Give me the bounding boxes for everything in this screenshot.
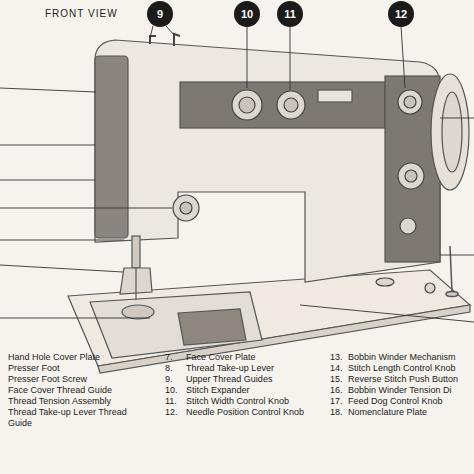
part-name: Stitch Expander bbox=[186, 385, 250, 396]
drawing-part bbox=[0, 180, 95, 181]
part-number: 12. bbox=[165, 407, 178, 418]
part-name: Upper Thread Guides bbox=[186, 374, 272, 385]
drawing-part bbox=[247, 26, 248, 88]
part-name: Bobbin Winder Mechanism bbox=[348, 352, 456, 363]
part-number: 10. bbox=[165, 385, 178, 396]
part-number: 13. bbox=[330, 352, 343, 363]
part-number: 7. bbox=[165, 352, 173, 363]
drawing-part bbox=[180, 202, 192, 214]
part-name: Face Cover Plate bbox=[186, 352, 256, 363]
callout-circle: 9 bbox=[147, 1, 173, 27]
part-name: Stitch Length Control Knob bbox=[348, 363, 456, 374]
drawing-part bbox=[401, 26, 405, 88]
drawing-part bbox=[284, 98, 298, 112]
part-number: 16. bbox=[330, 385, 343, 396]
drawing-part bbox=[232, 90, 262, 120]
drawing-part bbox=[0, 145, 95, 146]
part-name: Presser Foot bbox=[8, 363, 60, 374]
drawing-part bbox=[318, 90, 352, 102]
part-number: 17. bbox=[330, 396, 343, 407]
part-name: Feed Dog Control Knob bbox=[348, 396, 443, 407]
drawing-part bbox=[95, 56, 128, 238]
part-name: Nomenclature Plate bbox=[348, 407, 427, 418]
part-name: Thread Tension Assembly bbox=[8, 396, 111, 407]
callout-circle: 11 bbox=[277, 1, 303, 27]
part-number: 9. bbox=[165, 374, 173, 385]
drawing-part bbox=[400, 218, 416, 234]
drawing-part bbox=[440, 118, 474, 119]
drawing-part bbox=[135, 268, 136, 300]
drawing-part bbox=[0, 318, 150, 319]
drawing-part bbox=[0, 240, 124, 241]
drawing-part bbox=[173, 195, 199, 221]
part-name: Stitch Width Control Knob bbox=[186, 396, 289, 407]
drawing-part bbox=[300, 305, 474, 322]
drawing-part bbox=[385, 76, 440, 262]
part-name: Face Cover Thread Guide bbox=[8, 385, 112, 396]
drawing-part bbox=[405, 170, 417, 182]
callout-number: 10 bbox=[241, 9, 253, 20]
machine-body bbox=[95, 40, 440, 300]
part-number: 11. bbox=[165, 396, 177, 407]
part-name: Thread Take-up Lever bbox=[186, 363, 274, 374]
drawing-part bbox=[425, 283, 435, 293]
upper-thread-guides bbox=[150, 34, 180, 46]
drawing-part bbox=[178, 309, 246, 345]
leader-lines bbox=[0, 26, 474, 322]
callout-number: 12 bbox=[395, 9, 407, 20]
control-knobs bbox=[173, 90, 435, 293]
drawing-part bbox=[376, 278, 394, 286]
drawing-part bbox=[398, 163, 424, 189]
drawing-part bbox=[0, 88, 96, 92]
view-title: FRONT VIEW bbox=[45, 8, 118, 19]
part-number: 18. bbox=[330, 407, 343, 418]
drawing-part bbox=[150, 26, 153, 38]
part-name: Thread Take-up Lever Thread Guide bbox=[8, 407, 140, 429]
drawing-part bbox=[132, 236, 140, 268]
drawing-part bbox=[440, 255, 474, 256]
drawing-part bbox=[442, 92, 462, 172]
callout-number: 11 bbox=[284, 9, 296, 20]
drawing-part bbox=[122, 305, 154, 319]
drawing-part bbox=[180, 82, 385, 128]
part-name: Bobbin Winder Tension Di bbox=[348, 385, 451, 396]
part-name: Hand Hole Cover Plate bbox=[8, 352, 100, 363]
callout-circle: 10 bbox=[234, 1, 260, 27]
hand-wheel bbox=[431, 74, 469, 190]
part-name: Needle Position Control Knob bbox=[186, 407, 304, 418]
drawing-part bbox=[0, 265, 123, 272]
part-name: Reverse Stitch Push Button bbox=[348, 374, 458, 385]
drawing-part bbox=[290, 26, 291, 90]
part-number: 15. bbox=[330, 374, 343, 385]
drawing-part bbox=[166, 26, 175, 36]
spool-pin bbox=[446, 246, 458, 297]
drawing-part bbox=[0, 208, 172, 209]
part-number: 8. bbox=[165, 363, 173, 374]
part-number: 14. bbox=[330, 363, 343, 374]
callout-circle: 12 bbox=[388, 1, 414, 27]
drawing-part bbox=[150, 36, 156, 44]
drawing-part bbox=[446, 292, 458, 297]
drawing-part bbox=[431, 74, 469, 190]
drawing-part bbox=[90, 292, 262, 358]
drawing-part bbox=[239, 97, 255, 113]
drawing-part bbox=[450, 246, 452, 292]
drawing-part bbox=[404, 96, 416, 108]
drawing-part bbox=[277, 91, 305, 119]
drawing-part bbox=[95, 40, 440, 282]
drawing-part bbox=[398, 90, 422, 114]
callout-number: 9 bbox=[157, 9, 163, 20]
part-name: Presser Foot Screw bbox=[8, 374, 87, 385]
